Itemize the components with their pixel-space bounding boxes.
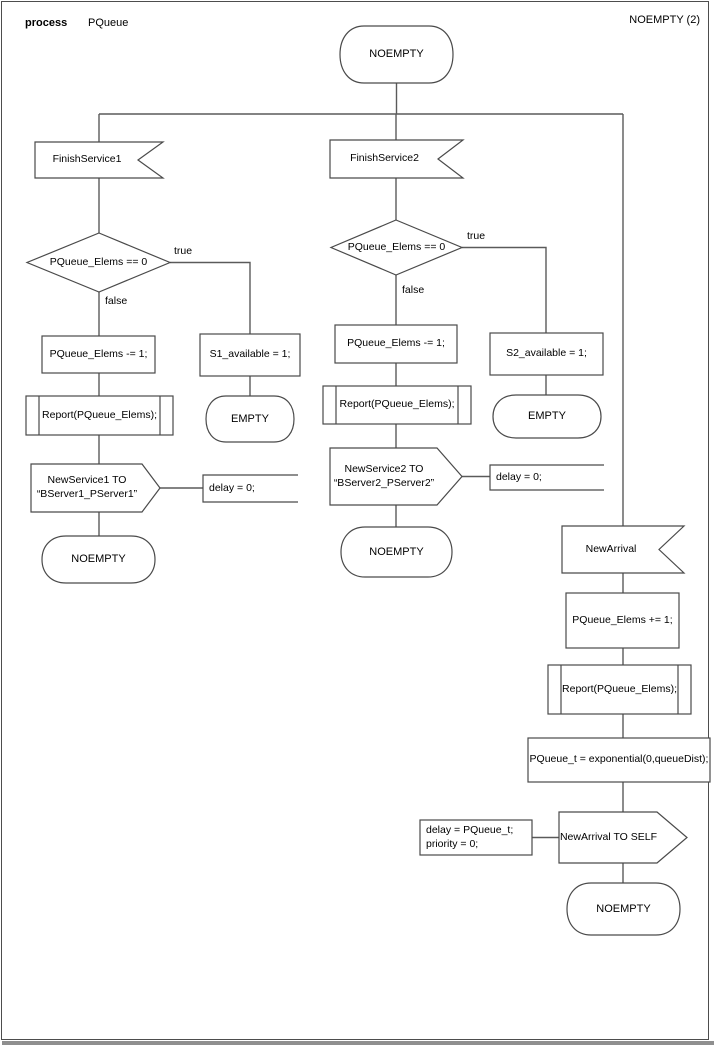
- signal-output-shape-newarrival-to-self: [558, 811, 688, 864]
- input-label-newarrival: NewArrival: [585, 542, 637, 555]
- state-label-top-noempty: NOEMPTY: [369, 48, 424, 61]
- procedure-shape-3: [547, 664, 692, 715]
- task-label-s2-available: S2_available = 1;: [506, 347, 587, 360]
- signal-output-shape-newservice1: [30, 463, 161, 513]
- task-rect-2: [334, 324, 458, 364]
- procedure-label-3: Report(PQueue_Elems);: [562, 682, 677, 695]
- true-label-1: true: [174, 245, 193, 257]
- decision-diamond-2: [329, 219, 464, 276]
- page-title-label: NOEMPTY (2): [629, 14, 700, 26]
- connector-true-branch1: [170, 261, 251, 334]
- task-label-increment: PQueue_Elems += 1;: [572, 613, 673, 626]
- note-label-2: delay = 0;: [496, 470, 542, 483]
- state-label-empty-2: EMPTY: [528, 410, 566, 423]
- note-label-3: delay = PQueue_t; priority = 0;: [420, 820, 530, 855]
- task-rect-s1-available: [199, 333, 301, 377]
- note-label-3-line1: delay = PQueue_t;: [426, 823, 514, 836]
- state-symbol-noempty-1: [41, 535, 156, 584]
- task-rect-increment: [565, 592, 680, 649]
- procedure-label-2: Report(PQueue_Elems);: [339, 398, 455, 411]
- doc-type-label: process: [25, 17, 68, 29]
- signal-input-shape-finishservice2: [329, 139, 465, 179]
- output-label-1-line2: “BServer1_PServer1”: [36, 488, 138, 500]
- task-label-sample: PQueue_t = exponential(0,queueDist);: [529, 753, 709, 766]
- note-label-3-line2: priority = 0;: [426, 837, 479, 850]
- task-rect-s2-available: [489, 332, 604, 376]
- output-label-newarrival-to-self: NewArrival TO SELF: [559, 830, 658, 843]
- false-label-1: false: [105, 295, 128, 307]
- state-label-noempty-3: NOEMPTY: [596, 902, 651, 915]
- procedure-shape-2: [322, 385, 472, 425]
- task-rect-sample: [527, 737, 711, 783]
- procedure-side-bars-2: [335, 386, 459, 424]
- note-open-box-2: [489, 464, 604, 491]
- state-label-noempty-1: NOEMPTY: [71, 553, 126, 566]
- procedure-label-1: Report(PQueue_Elems);: [42, 408, 157, 421]
- true-label-2: true: [467, 230, 486, 242]
- decision-label-2: PQueue_Elems == 0: [347, 240, 446, 253]
- note-box-3: [419, 819, 533, 856]
- input-label-finishservice1: FinishService1: [52, 153, 122, 166]
- output-label-1: NewService1 TO “BServer1_PServer1”: [31, 464, 143, 512]
- connector-true-branch2: [462, 246, 547, 333]
- signal-input-shape-finishservice1: [34, 141, 165, 179]
- state-symbol-top-noempty: [339, 25, 454, 84]
- task-label-s1-available: S1_available = 1;: [209, 348, 291, 361]
- state-label-empty-1: EMPTY: [231, 412, 269, 425]
- input-label-finishservice2: FinishService2: [350, 152, 419, 165]
- state-symbol-noempty-3: [566, 882, 681, 936]
- procedure-side-bars-1: [38, 396, 161, 435]
- state-symbol-noempty-2: [340, 526, 453, 578]
- process-name-label: PQueue: [88, 17, 129, 29]
- procedure-shape-1: [25, 395, 174, 436]
- decision-diamond-1: [25, 232, 172, 293]
- output-label-1-line1: NewService1 TO: [47, 474, 127, 487]
- task-label-2: PQueue_Elems -= 1;: [347, 337, 445, 350]
- note-label-1: delay = 0;: [209, 481, 255, 494]
- output-label-2: NewService2 TO “BServer2_PServer2”: [330, 448, 438, 505]
- page-shadow: [2, 1041, 714, 1045]
- procedure-side-bars-3: [560, 665, 679, 714]
- decision-label-1: PQueue_Elems == 0: [49, 255, 148, 268]
- signal-output-shape-newservice2: [329, 447, 463, 506]
- state-label-noempty-2: NOEMPTY: [369, 545, 424, 558]
- state-symbol-empty-2: [492, 394, 602, 439]
- signal-input-shape-newarrival: [561, 525, 686, 574]
- false-label-2: false: [402, 284, 425, 296]
- task-rect-1: [41, 335, 156, 374]
- note-open-box-1: [202, 474, 298, 503]
- state-symbol-empty-1: [205, 395, 295, 443]
- output-label-2-line1: NewService2 TO: [344, 462, 424, 475]
- output-label-2-line2: “BServer2_PServer2”: [333, 476, 435, 489]
- task-label-1: PQueue_Elems -= 1;: [49, 347, 148, 360]
